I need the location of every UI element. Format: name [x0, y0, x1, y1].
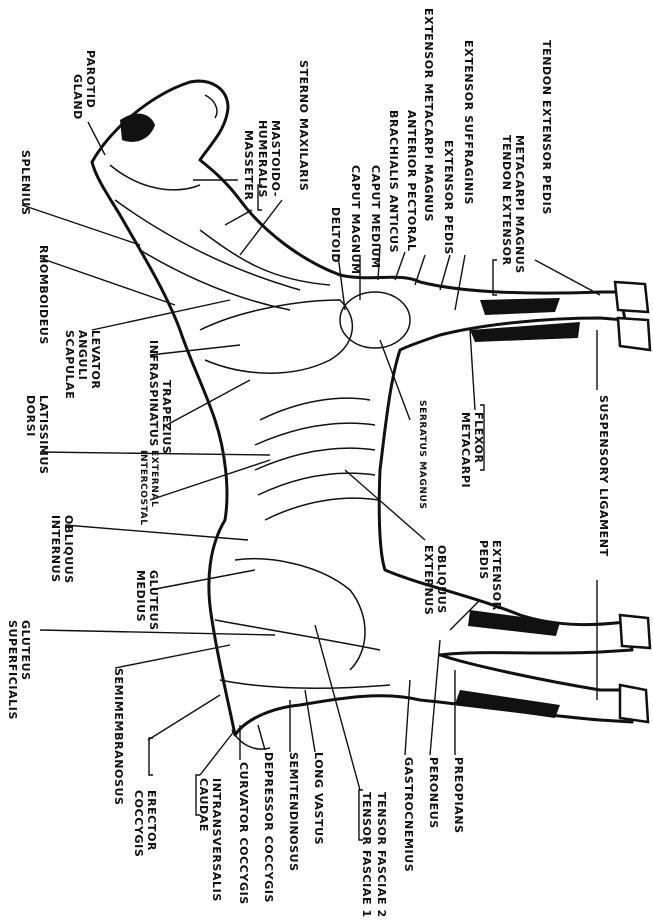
label-intransversalis-1: INTRANSVERSALIS — [210, 778, 223, 902]
label-parotid-gland-1: PAROTID — [84, 50, 97, 108]
label-flexor-metacarpi-2: METACARPI — [459, 412, 472, 488]
label-curvator-coccygis: CURVATOR COCCYGIS — [237, 762, 250, 905]
label-levator-3: SCAPULAE — [63, 330, 76, 399]
label-levator-1: LEVATOR — [89, 330, 102, 389]
label-gastrocnemius: GASTROCNEMIUS — [402, 757, 415, 872]
label-intransversalis-2: CAUDAE — [197, 778, 210, 832]
label-preopians: PREOPIANS — [452, 757, 465, 834]
label-obliquus-externus-1: OBLIQUUS — [435, 545, 448, 614]
label-latissimus-1: LATISSIMUS — [37, 395, 50, 475]
label-erector-coccygis-2: COCCYGIS — [132, 790, 145, 857]
label-obliquus-internus-1: OBLIQUUS — [62, 515, 75, 584]
label-flexor-metacarpi-1: FLEXOR — [472, 412, 485, 464]
label-extensor-pedis-hind-1: EXTENSOR — [490, 540, 503, 611]
label-semitendinosus: SEMITENDINOSUS — [287, 752, 300, 872]
label-tendon-extensor-pedis: TENDON EXTENSOR PEDIS — [540, 40, 553, 215]
label-erector-coccygis-1: ERECTOR — [145, 790, 158, 851]
hind-hoof-upper — [620, 615, 650, 648]
label-mastoido-humeralis-2: HUMERALIS — [256, 120, 269, 198]
front-hoof-lower — [618, 318, 650, 350]
label-sterno-maxilaris: STERNO MAXILARIS — [297, 60, 310, 191]
label-splenius: SPLENIUS — [19, 150, 32, 215]
label-levator-2: ANGULI — [76, 330, 89, 380]
label-deltoid: DELTOID — [329, 207, 342, 263]
label-external-intercostal-1: EXTERNAL — [149, 450, 159, 507]
label-extensor-metacarpi-magnus: EXTENSOR METACARPI MAGNUS — [422, 8, 435, 222]
label-gluteus-medius-2: MEDIUS — [134, 570, 147, 622]
label-caput-medium: CAPUT MEDIUM — [369, 165, 382, 269]
label-caput-magnum: CAPUT MAGNUM — [349, 165, 362, 275]
label-gluteus-superficialis-1: GLUTEUS — [19, 620, 32, 681]
label-tensor-fasciae-2: TENSOR FASCIAE 2 — [375, 792, 388, 917]
label-parotid-gland-2: GLAND — [71, 74, 84, 120]
label-serratus-magnus: SERRATUS MAGNUS — [417, 400, 427, 509]
label-infraspinatus: INFRASPINATUS — [147, 340, 160, 447]
label-tensor-fasciae-1: TENSOR FASCIAE 1 — [360, 792, 373, 917]
label-rhomboideus: RHOMBOIDEUS — [37, 245, 50, 345]
label-gluteus-medius-1: GLUTEUS — [147, 570, 160, 631]
label-semimembranosus: SEMIMEMBRANOSUS — [112, 668, 125, 806]
label-brachialis-anticus: BRACHIALIS ANTICUS — [387, 110, 400, 253]
label-tendon-extensor-mm-1: TENDON EXTENSOR — [500, 135, 513, 266]
label-extensor-suffraginis: EXTENSOR SUFFRAGINIS — [462, 40, 475, 205]
label-depressor-coccygis: DEPRESSOR COCCYGIS — [262, 752, 275, 903]
label-masseter: MASSETER — [242, 130, 255, 201]
front-hoof-upper — [615, 282, 648, 312]
label-obliquus-externus-2: EXTERNUS — [422, 545, 435, 615]
label-extensor-pedis-hind-2: PEDIS — [477, 540, 490, 580]
label-suspensory-ligament: SUSPENSORY LIGAMENT — [597, 395, 610, 557]
label-tendon-extensor-mm-2: METACARPI MAGNUS — [513, 135, 526, 274]
hind-hoof-lower — [620, 685, 648, 722]
label-obliquus-internus-2: INTERNUS — [49, 515, 62, 583]
label-latissimus-2: DORSI — [24, 395, 37, 437]
label-trapezius: TRAPEZIUS — [160, 380, 173, 454]
label-extensor-pedis-front: EXTENSOR PEDIS — [442, 140, 455, 255]
label-peroneus: PERONEUS — [427, 757, 440, 829]
label-mastoido-humeralis-1: MASTOIDO- — [269, 120, 282, 197]
label-external-intercostal-2: INTERCOSTAL — [138, 450, 148, 526]
label-anterior-pectoral: ANTERIOR PECTORAL — [405, 110, 418, 252]
label-gluteus-superficialis-2: SUPERFICIALIS — [6, 620, 19, 720]
label-long-vastus: LONG VASTUS — [312, 752, 325, 845]
